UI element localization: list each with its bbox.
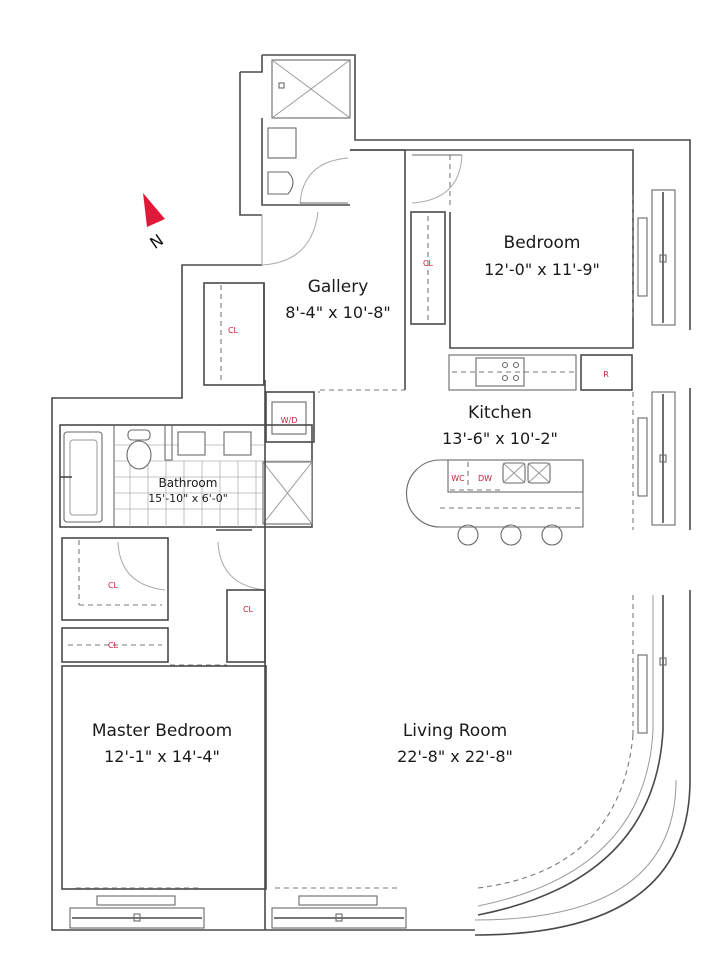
master-closets: CL CL CL [61, 380, 266, 930]
bathroom-size: 15'-10" x 6'-0" [148, 492, 228, 505]
kitchen-size: 13'-6" x 10'-2" [442, 429, 558, 448]
master-bedroom: Master Bedroom 12'-1" x 14'-4" [61, 665, 267, 929]
hall-closet-label: CL [243, 605, 254, 614]
bedroom-size: 12'-0" x 11'-9" [484, 260, 600, 279]
bedroom-label: Bedroom [504, 233, 581, 253]
bedroom-closet-label: CL [423, 259, 434, 268]
washer-dryer-label: W/D [281, 416, 298, 425]
kitchen-label: Kitchen [468, 403, 532, 423]
living-room: Living Room 22'-8" x 22'-8" [271, 595, 667, 929]
living-room-label: Living Room [403, 721, 507, 741]
wine-cooler-label: WC [451, 474, 465, 483]
bathroom: W/D Bathroom 15' [59, 391, 320, 531]
north-compass: N [143, 193, 167, 253]
bathroom-label: Bathroom [159, 476, 218, 490]
gallery-size: 8'-4" x 10'-8" [285, 303, 391, 322]
powder-room [261, 59, 351, 266]
master-closet-1-label: CL [108, 581, 119, 590]
refrigerator-label: R [603, 370, 609, 379]
gallery-closet-label: CL [228, 326, 239, 335]
master-bedroom-label: Master Bedroom [92, 721, 232, 741]
exterior-walls [51, 54, 691, 936]
master-bedroom-size: 12'-1" x 14'-4" [104, 747, 220, 766]
gallery-label: Gallery [308, 277, 369, 297]
north-label: N [146, 230, 167, 252]
bedroom: CL Bedroom 12'-0" x 11'-9" [350, 149, 676, 349]
living-room-size: 22'-8" x 22'-8" [397, 747, 513, 766]
master-closet-2-label: CL [108, 641, 119, 650]
north-arrow-icon [143, 193, 165, 227]
gallery: Gallery 8'-4" x 10'-8" CL [203, 150, 406, 391]
dishwasher-label: DW [478, 474, 492, 483]
kitchen: R Kitchen 13'-6" x 10'-2" WC DW [405, 354, 676, 546]
